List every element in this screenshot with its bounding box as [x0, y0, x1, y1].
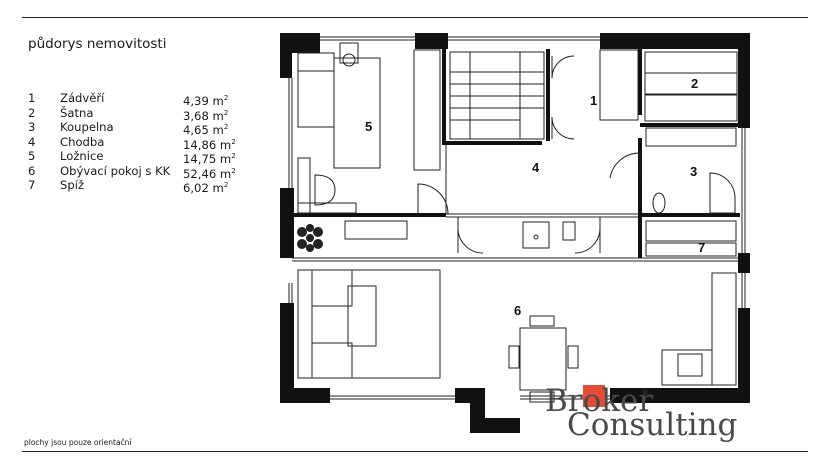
room-name: Chodba [60, 134, 105, 149]
logo-registered-mark: ® [642, 389, 649, 397]
plant-icon [297, 224, 323, 252]
room-label-5: 5 [365, 119, 372, 134]
legend-row: 1 Zádvěří 4,39 m2 [28, 91, 238, 108]
room-label-6: 6 [514, 303, 521, 318]
room-number: 1 [28, 91, 36, 105]
legend-row: 6 Obývací pokoj s KK 52,46 m2 [28, 163, 238, 181]
legend-row: 5 Ložnice 14,75 m2 [28, 149, 238, 166]
legend-row: 3 Koupelna 4,65 m2 [28, 120, 238, 137]
room-number: 5 [28, 149, 36, 163]
legend-row: 7 Spíž 6,02 m2 [28, 178, 238, 195]
room-number: 3 [28, 120, 36, 134]
room-area: 3,68 m2 [183, 108, 229, 123]
room-label-4: 4 [532, 160, 540, 175]
logo-accent-square [583, 385, 605, 407]
room-label-1: 1 [590, 93, 597, 108]
area-disclaimer: plochy jsou pouze orientační [24, 438, 132, 447]
room-number: 2 [28, 105, 36, 120]
room-area: 14,75 m2 [183, 152, 236, 166]
broker-consulting-logo: Broker ® Consulting [545, 383, 737, 448]
room-name: Spíž [60, 178, 85, 192]
room-name: Ložnice [60, 149, 104, 163]
top-rule [22, 17, 808, 18]
room-area: 6,02 m2 [183, 181, 229, 195]
logo-line-1: Broker [545, 383, 654, 419]
bottom-rule [22, 451, 808, 452]
room-label-7: 7 [698, 240, 705, 255]
room-area: 4,65 m2 [183, 123, 229, 137]
legend-row: 2 Šatna 3,68 m2 [28, 105, 238, 123]
room-number: 7 [28, 178, 36, 192]
room-name: Koupelna [60, 120, 114, 134]
floor-plan: 1 2 3 4 5 6 7 [280, 33, 750, 433]
page-title: půdorys nemovitosti [28, 36, 167, 52]
logo-line-2: Consulting [567, 407, 738, 443]
room-label-2: 2 [691, 76, 698, 91]
room-number: 4 [28, 134, 36, 149]
room-area: 14,86 m2 [183, 137, 236, 152]
legend-row: 4 Chodba 14,86 m2 [28, 134, 238, 152]
room-name: Šatna [60, 105, 94, 120]
room-label-3: 3 [690, 164, 697, 179]
room-area: 52,46 m2 [183, 166, 236, 181]
room-name: Obývací pokoj s KK [60, 163, 171, 178]
room-name: Zádvěří [60, 91, 105, 105]
room-area: 4,39 m2 [183, 94, 229, 108]
room-number: 6 [28, 163, 36, 178]
